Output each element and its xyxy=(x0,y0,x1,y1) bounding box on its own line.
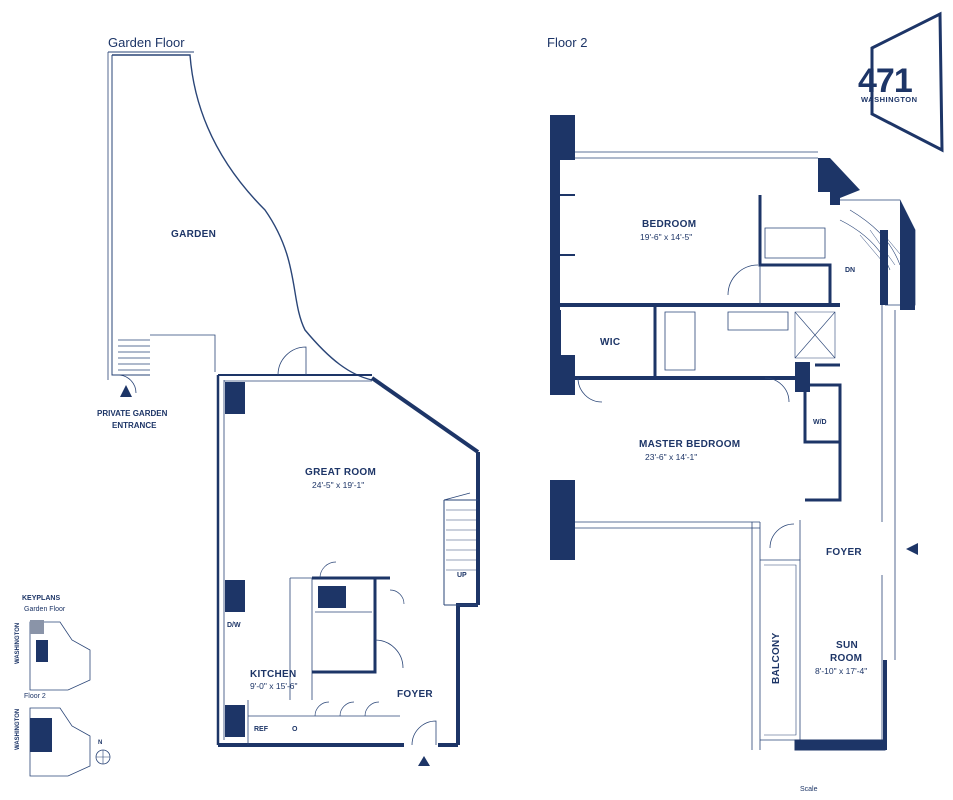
dishwasher-label: D/W xyxy=(227,622,241,629)
scale-label: Scale xyxy=(800,786,818,793)
keyplan-garden-floor-label: Garden Floor xyxy=(24,606,66,613)
floor2-foyer-label: FOYER xyxy=(826,547,862,558)
keyplans-title: KEYPLANS xyxy=(22,595,61,602)
north-arrow-label: N xyxy=(98,740,103,746)
floor-2-plan xyxy=(559,151,916,751)
garden-label: GARDEN xyxy=(171,229,217,240)
garden-outline xyxy=(107,51,373,394)
keyplan-floor-2-label: Floor 2 xyxy=(24,693,46,700)
sun-room-label-line1: SUN xyxy=(836,640,859,651)
balcony-label: BALCONY xyxy=(771,632,782,684)
refrigerator-label: REF xyxy=(254,726,268,733)
private-garden-entrance-line2: ENTRANCE xyxy=(112,421,157,430)
great-room-label: GREAT ROOM xyxy=(305,467,377,478)
stair-down-label: DN xyxy=(845,267,856,274)
wic-label: WIC xyxy=(600,337,621,348)
garden-floor-title: Garden Floor xyxy=(108,35,185,50)
floor-2-title: Floor 2 xyxy=(547,35,588,50)
master-bedroom-label: MASTER BEDROOM xyxy=(639,439,741,450)
master-bedroom-dimensions: 23'-6" x 14'-1" xyxy=(645,452,698,462)
logo-number: 471 xyxy=(858,62,913,100)
oven-label: O xyxy=(292,726,298,733)
kitchen-label: KITCHEN xyxy=(250,669,297,680)
keyplan-street-label-1: WASHINGTON xyxy=(15,622,21,664)
great-room-dimensions: 24'-5" x 19'-1" xyxy=(312,480,365,490)
private-garden-entrance-line1: PRIVATE GARDEN xyxy=(97,409,168,418)
garden-foyer-label: FOYER xyxy=(397,689,433,700)
keyplan-street-label-2: WASHINGTON xyxy=(15,708,21,750)
logo-word: WASHINGTON xyxy=(861,95,918,104)
bedroom-dimensions: 19'-6" x 14'-5" xyxy=(640,232,693,242)
logo-mark xyxy=(870,11,944,153)
sun-room-dimensions: 8'-10" x 17'-4" xyxy=(815,666,868,676)
kitchen-dimensions: 9'-0" x 15'-6" xyxy=(250,681,298,691)
stair-up-label: UP xyxy=(457,572,467,579)
bedroom-label: BEDROOM xyxy=(642,219,697,230)
keyplan-outlines xyxy=(29,621,111,777)
garden-floor-plan xyxy=(216,346,480,747)
sun-room-label-line2: ROOM xyxy=(830,653,863,664)
washer-dryer-label: W/D xyxy=(813,419,827,426)
solid-walls xyxy=(30,115,918,766)
